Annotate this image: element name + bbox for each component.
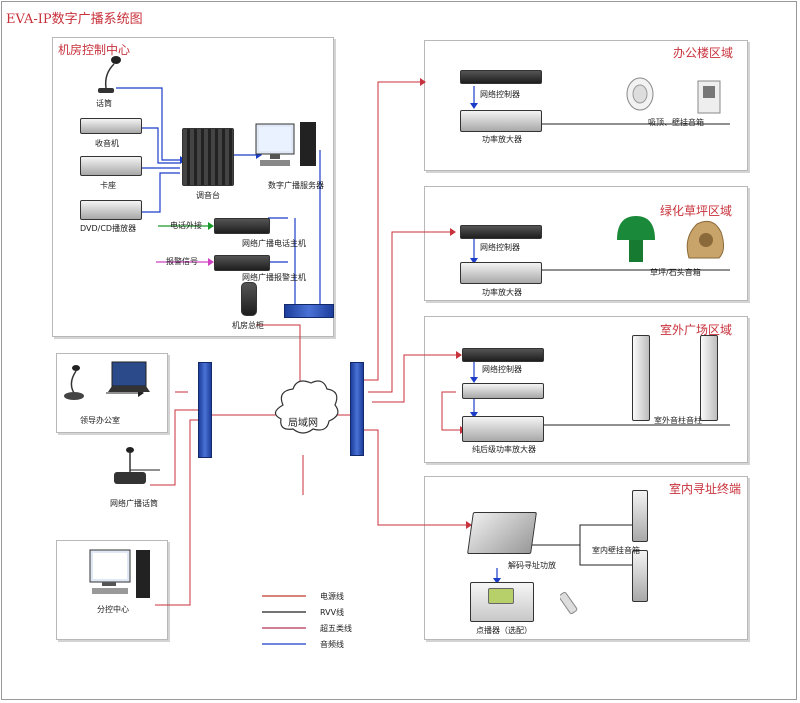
label-indoor-broadcast: 点播器（选配） [476, 626, 532, 635]
label-tape: 卡座 [100, 181, 116, 190]
label-dvd: DVD/CD播放器 [80, 224, 137, 233]
label-lan: 局域网 [288, 418, 318, 429]
microphone-icon [98, 56, 121, 93]
panel-control-center [52, 37, 334, 337]
label-server: 数字广播服务器 [268, 181, 324, 190]
left-switch [198, 362, 212, 458]
paging-station-icon [114, 447, 146, 484]
label-alarm-host: 网络广播报警主机 [242, 273, 306, 282]
label-phone-host: 网络广播电话主机 [242, 239, 306, 248]
label-green-speakers: 草坪/石头音箱 [650, 268, 701, 277]
label-phone-in: 电话外接 [170, 221, 202, 230]
server-computer-icon [255, 122, 316, 166]
office-amplifier [460, 110, 542, 132]
outdoor-controller [462, 348, 544, 362]
panel-indoor [424, 476, 748, 640]
cabinet-device [241, 282, 257, 316]
label-leader-office: 领导办公室 [80, 416, 120, 425]
green-amplifier [460, 262, 542, 284]
outdoor-column-speaker-2 [700, 335, 718, 421]
panel-title-control-center: 机房控制中心 [58, 43, 131, 57]
panel-title-indoor: 室内寻址终端 [669, 482, 742, 496]
wall-speaker-icon [697, 80, 721, 114]
label-office-amp: 功率放大器 [482, 135, 522, 144]
panel-title-green: 绿化草坪区域 [660, 204, 733, 218]
dvd-player-device [80, 200, 142, 220]
phone-host-device [214, 218, 270, 234]
label-alarm-in: 报警信号 [166, 257, 198, 266]
label-outdoor-speakers: 室外音柱音柱 [654, 416, 702, 425]
label-green-controller: 网络控制器 [480, 243, 520, 252]
label-indoor-decoder: 解码寻址功放 [508, 561, 556, 570]
label-office-controller: 网络控制器 [480, 90, 520, 99]
legend-cat5e-label: 超五类线 [320, 624, 352, 633]
radio-device [80, 118, 142, 134]
label-mic: 话筒 [96, 99, 112, 108]
tape-deck-device [80, 156, 142, 176]
label-green-amp: 功率放大器 [482, 288, 522, 297]
desk-microphone-icon [64, 365, 84, 400]
outdoor-column-speaker-1 [632, 335, 650, 421]
label-indoor-speakers: 室内壁挂音箱 [592, 546, 640, 555]
label-mixer: 调音台 [196, 191, 220, 200]
broadcast-controller-screen [488, 588, 514, 604]
outdoor-amplifier [462, 416, 544, 442]
legend-audio-label: 音频线 [320, 640, 344, 649]
indoor-column-speaker-2 [632, 550, 648, 602]
indoor-column-speaker-1 [632, 490, 648, 542]
outdoor-preamp [462, 383, 544, 399]
mixer-device [182, 128, 234, 186]
green-controller [460, 225, 542, 239]
legend-power-label: 电源线 [320, 592, 344, 601]
rock-speaker-icon [686, 220, 725, 259]
panel-title-office: 办公楼区域 [673, 46, 734, 60]
branch-computer-icon [89, 549, 150, 598]
remote-control-icon [560, 591, 578, 615]
diagram-title: EVA-IP数字广播系统图 [6, 12, 143, 27]
laptop-icon [108, 361, 150, 392]
label-branch-center: 分控中心 [97, 605, 129, 614]
office-controller [460, 70, 542, 84]
ceiling-speaker-icon [626, 77, 654, 111]
alarm-host-device [214, 255, 270, 271]
legend-rvv-label: RVV线 [320, 608, 345, 617]
core-switch [284, 304, 334, 318]
mushroom-speaker-icon [617, 216, 655, 262]
label-paging-station: 网络广播话筒 [110, 499, 158, 508]
panel-office [424, 40, 748, 171]
right-switch [350, 362, 364, 456]
label-cabinet: 机房总柜 [232, 321, 264, 330]
label-outdoor-controller: 网络控制器 [482, 365, 522, 374]
label-outdoor-amp: 纯后级功率放大器 [472, 445, 536, 454]
indoor-decoder-amp [467, 512, 537, 554]
label-office-speakers: 吸顶、壁挂音箱 [648, 118, 704, 127]
label-radio: 收音机 [95, 139, 119, 148]
panel-title-outdoor: 室外广场区域 [660, 323, 733, 337]
